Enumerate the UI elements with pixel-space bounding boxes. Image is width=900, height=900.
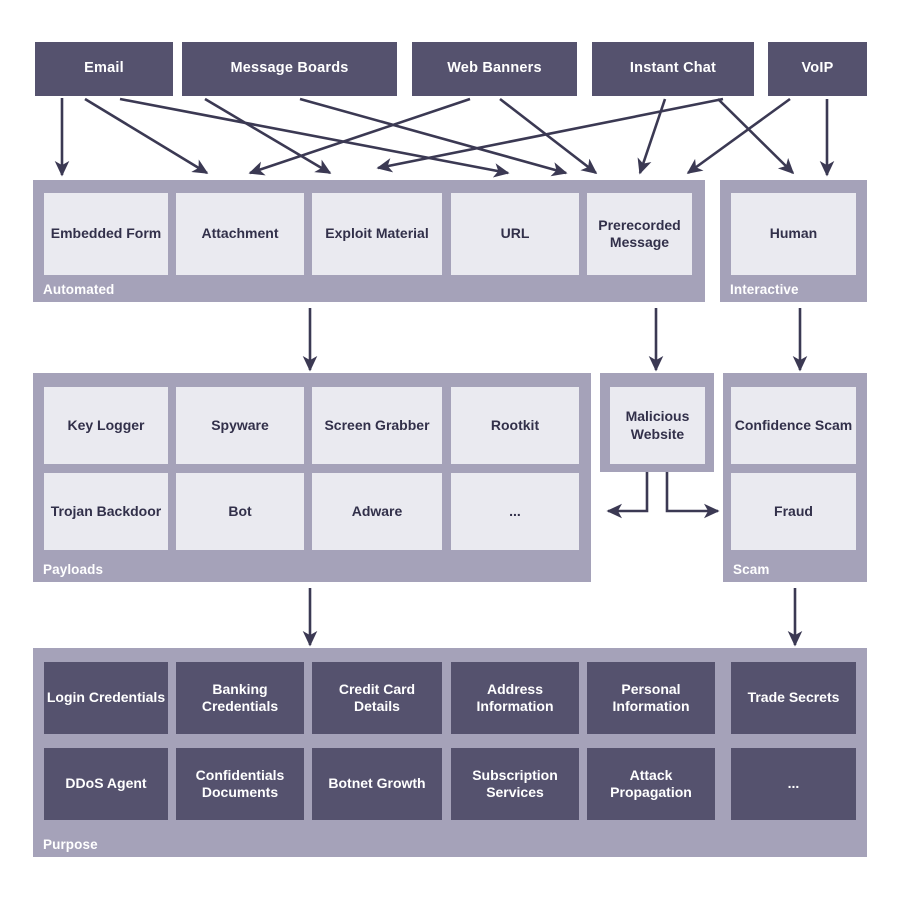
payload-box-more[interactable]: ... bbox=[451, 473, 579, 550]
payload-box-key-logger[interactable]: Key Logger bbox=[44, 387, 168, 464]
purpose-box-credit-card-details[interactable]: Credit Card Details bbox=[312, 662, 442, 734]
channel-box-message-boards[interactable]: Message Boards bbox=[182, 42, 397, 96]
vector-box-embedded-form[interactable]: Embedded Form bbox=[44, 193, 168, 275]
purpose-box-confidentials-documents[interactable]: Confidentials Documents bbox=[176, 748, 304, 820]
vector-box-attachment[interactable]: Attachment bbox=[176, 193, 304, 275]
purpose-box-botnet-growth[interactable]: Botnet Growth bbox=[312, 748, 442, 820]
arrow-message-boards-to-url bbox=[299, 97, 568, 177]
vector-box-prerecorded-message[interactable]: Prerecorded Message bbox=[587, 193, 692, 275]
scam-box-confidence-scam[interactable]: Confidence Scam bbox=[731, 387, 856, 464]
purpose-box-attack-propagation[interactable]: Attack Propagation bbox=[587, 748, 715, 820]
purpose-label: Subscription Services bbox=[472, 766, 558, 801]
payload-label: Key Logger bbox=[67, 416, 145, 433]
payload-label: Screen Grabber bbox=[324, 416, 430, 433]
band-label-automated: Automated bbox=[43, 282, 115, 297]
payload-box-adware[interactable]: Adware bbox=[312, 473, 442, 550]
purpose-label: Attack Propagation bbox=[610, 766, 692, 801]
vector-box-exploit-material[interactable]: Exploit Material bbox=[312, 193, 442, 275]
arrow-malicious-website-to-payloads bbox=[606, 472, 649, 519]
outcome-label: Malicious Website bbox=[625, 408, 690, 442]
arrow-malicious-website-to-scam bbox=[665, 472, 720, 519]
vector-box-url[interactable]: URL bbox=[451, 193, 579, 275]
purpose-label: DDoS Agent bbox=[65, 775, 147, 792]
channel-label: Web Banners bbox=[447, 60, 542, 77]
band-label-purpose: Purpose bbox=[43, 837, 98, 852]
channel-label: Email bbox=[84, 60, 124, 77]
purpose-label: Address Information bbox=[476, 680, 554, 715]
purpose-box-personal-information[interactable]: Personal Information bbox=[587, 662, 715, 734]
purpose-box-ddos-agent[interactable]: DDoS Agent bbox=[44, 748, 168, 820]
vector-box-human[interactable]: Human bbox=[731, 193, 856, 275]
scam-label: Confidence Scam bbox=[734, 416, 853, 433]
arrow-message-boards-to-exploit-material bbox=[204, 97, 332, 175]
arrow-web-banners-to-url bbox=[499, 97, 598, 175]
purpose-box-address-information[interactable]: Address Information bbox=[451, 662, 579, 734]
band-label-payloads: Payloads bbox=[43, 562, 104, 577]
vector-label: Human bbox=[769, 225, 818, 242]
payload-box-trojan-backdoor[interactable]: Trojan Backdoor bbox=[44, 473, 168, 550]
arrow-instant-chat-to-exploit-material bbox=[376, 97, 724, 173]
payload-label: Spyware bbox=[211, 416, 269, 433]
vector-label: URL bbox=[500, 225, 530, 242]
purpose-box-banking-credentials[interactable]: Banking Credentials bbox=[176, 662, 304, 734]
purpose-label: Botnet Growth bbox=[328, 775, 426, 792]
purpose-box-subscription-services[interactable]: Subscription Services bbox=[451, 748, 579, 820]
arrow-voip-to-prerecorded-message bbox=[686, 97, 791, 175]
payload-label: Rootkit bbox=[490, 416, 540, 433]
purpose-label: Login Credentials bbox=[46, 689, 166, 706]
vector-label: Embedded Form bbox=[50, 225, 162, 242]
band-label-scam: Scam bbox=[733, 562, 770, 577]
payload-box-bot[interactable]: Bot bbox=[176, 473, 304, 550]
arrow-instant-chat-to-human bbox=[717, 98, 795, 175]
arrow-email-to-attachment bbox=[84, 97, 209, 175]
channel-label: Message Boards bbox=[230, 60, 349, 77]
payload-label: Trojan Backdoor bbox=[50, 502, 162, 519]
vector-label: Attachment bbox=[201, 225, 279, 242]
scam-box-fraud[interactable]: Fraud bbox=[731, 473, 856, 550]
payload-label: Bot bbox=[228, 502, 252, 519]
outcome-box-malicious-website[interactable]: Malicious Website bbox=[610, 387, 705, 464]
arrow-email-to-url bbox=[119, 97, 510, 178]
purpose-box-trade-secrets[interactable]: Trade Secrets bbox=[731, 662, 856, 734]
purpose-label: Confidentials Documents bbox=[195, 766, 285, 801]
vector-label: Prerecorded Message bbox=[598, 216, 681, 251]
payload-label: ... bbox=[509, 502, 521, 519]
channel-box-voip[interactable]: VoIP bbox=[768, 42, 867, 96]
purpose-label: Credit Card Details bbox=[338, 680, 416, 715]
purpose-label: Personal Information bbox=[612, 680, 690, 715]
channel-box-web-banners[interactable]: Web Banners bbox=[412, 42, 577, 96]
arrow-web-banners-to-attachment bbox=[248, 97, 471, 176]
channel-box-instant-chat[interactable]: Instant Chat bbox=[592, 42, 754, 96]
channel-label: Instant Chat bbox=[629, 60, 717, 77]
band-label-interactive: Interactive bbox=[730, 282, 799, 297]
arrow-instant-chat-to-prerecorded-message bbox=[637, 98, 667, 175]
payload-box-spyware[interactable]: Spyware bbox=[176, 387, 304, 464]
vector-label: Exploit Material bbox=[325, 225, 429, 242]
purpose-label: ... bbox=[787, 775, 800, 792]
purpose-label: Trade Secrets bbox=[747, 689, 840, 706]
payload-box-rootkit[interactable]: Rootkit bbox=[451, 387, 579, 464]
purpose-box-more[interactable]: ... bbox=[731, 748, 856, 820]
purpose-label: Banking Credentials bbox=[201, 680, 279, 715]
scam-label: Fraud bbox=[774, 502, 813, 519]
channel-label: VoIP bbox=[801, 60, 834, 77]
purpose-box-login-credentials[interactable]: Login Credentials bbox=[44, 662, 168, 734]
payload-box-screen-grabber[interactable]: Screen Grabber bbox=[312, 387, 442, 464]
channel-box-email[interactable]: Email bbox=[35, 42, 173, 96]
payload-label: Adware bbox=[351, 502, 403, 519]
band-purpose: Purpose bbox=[33, 648, 867, 857]
